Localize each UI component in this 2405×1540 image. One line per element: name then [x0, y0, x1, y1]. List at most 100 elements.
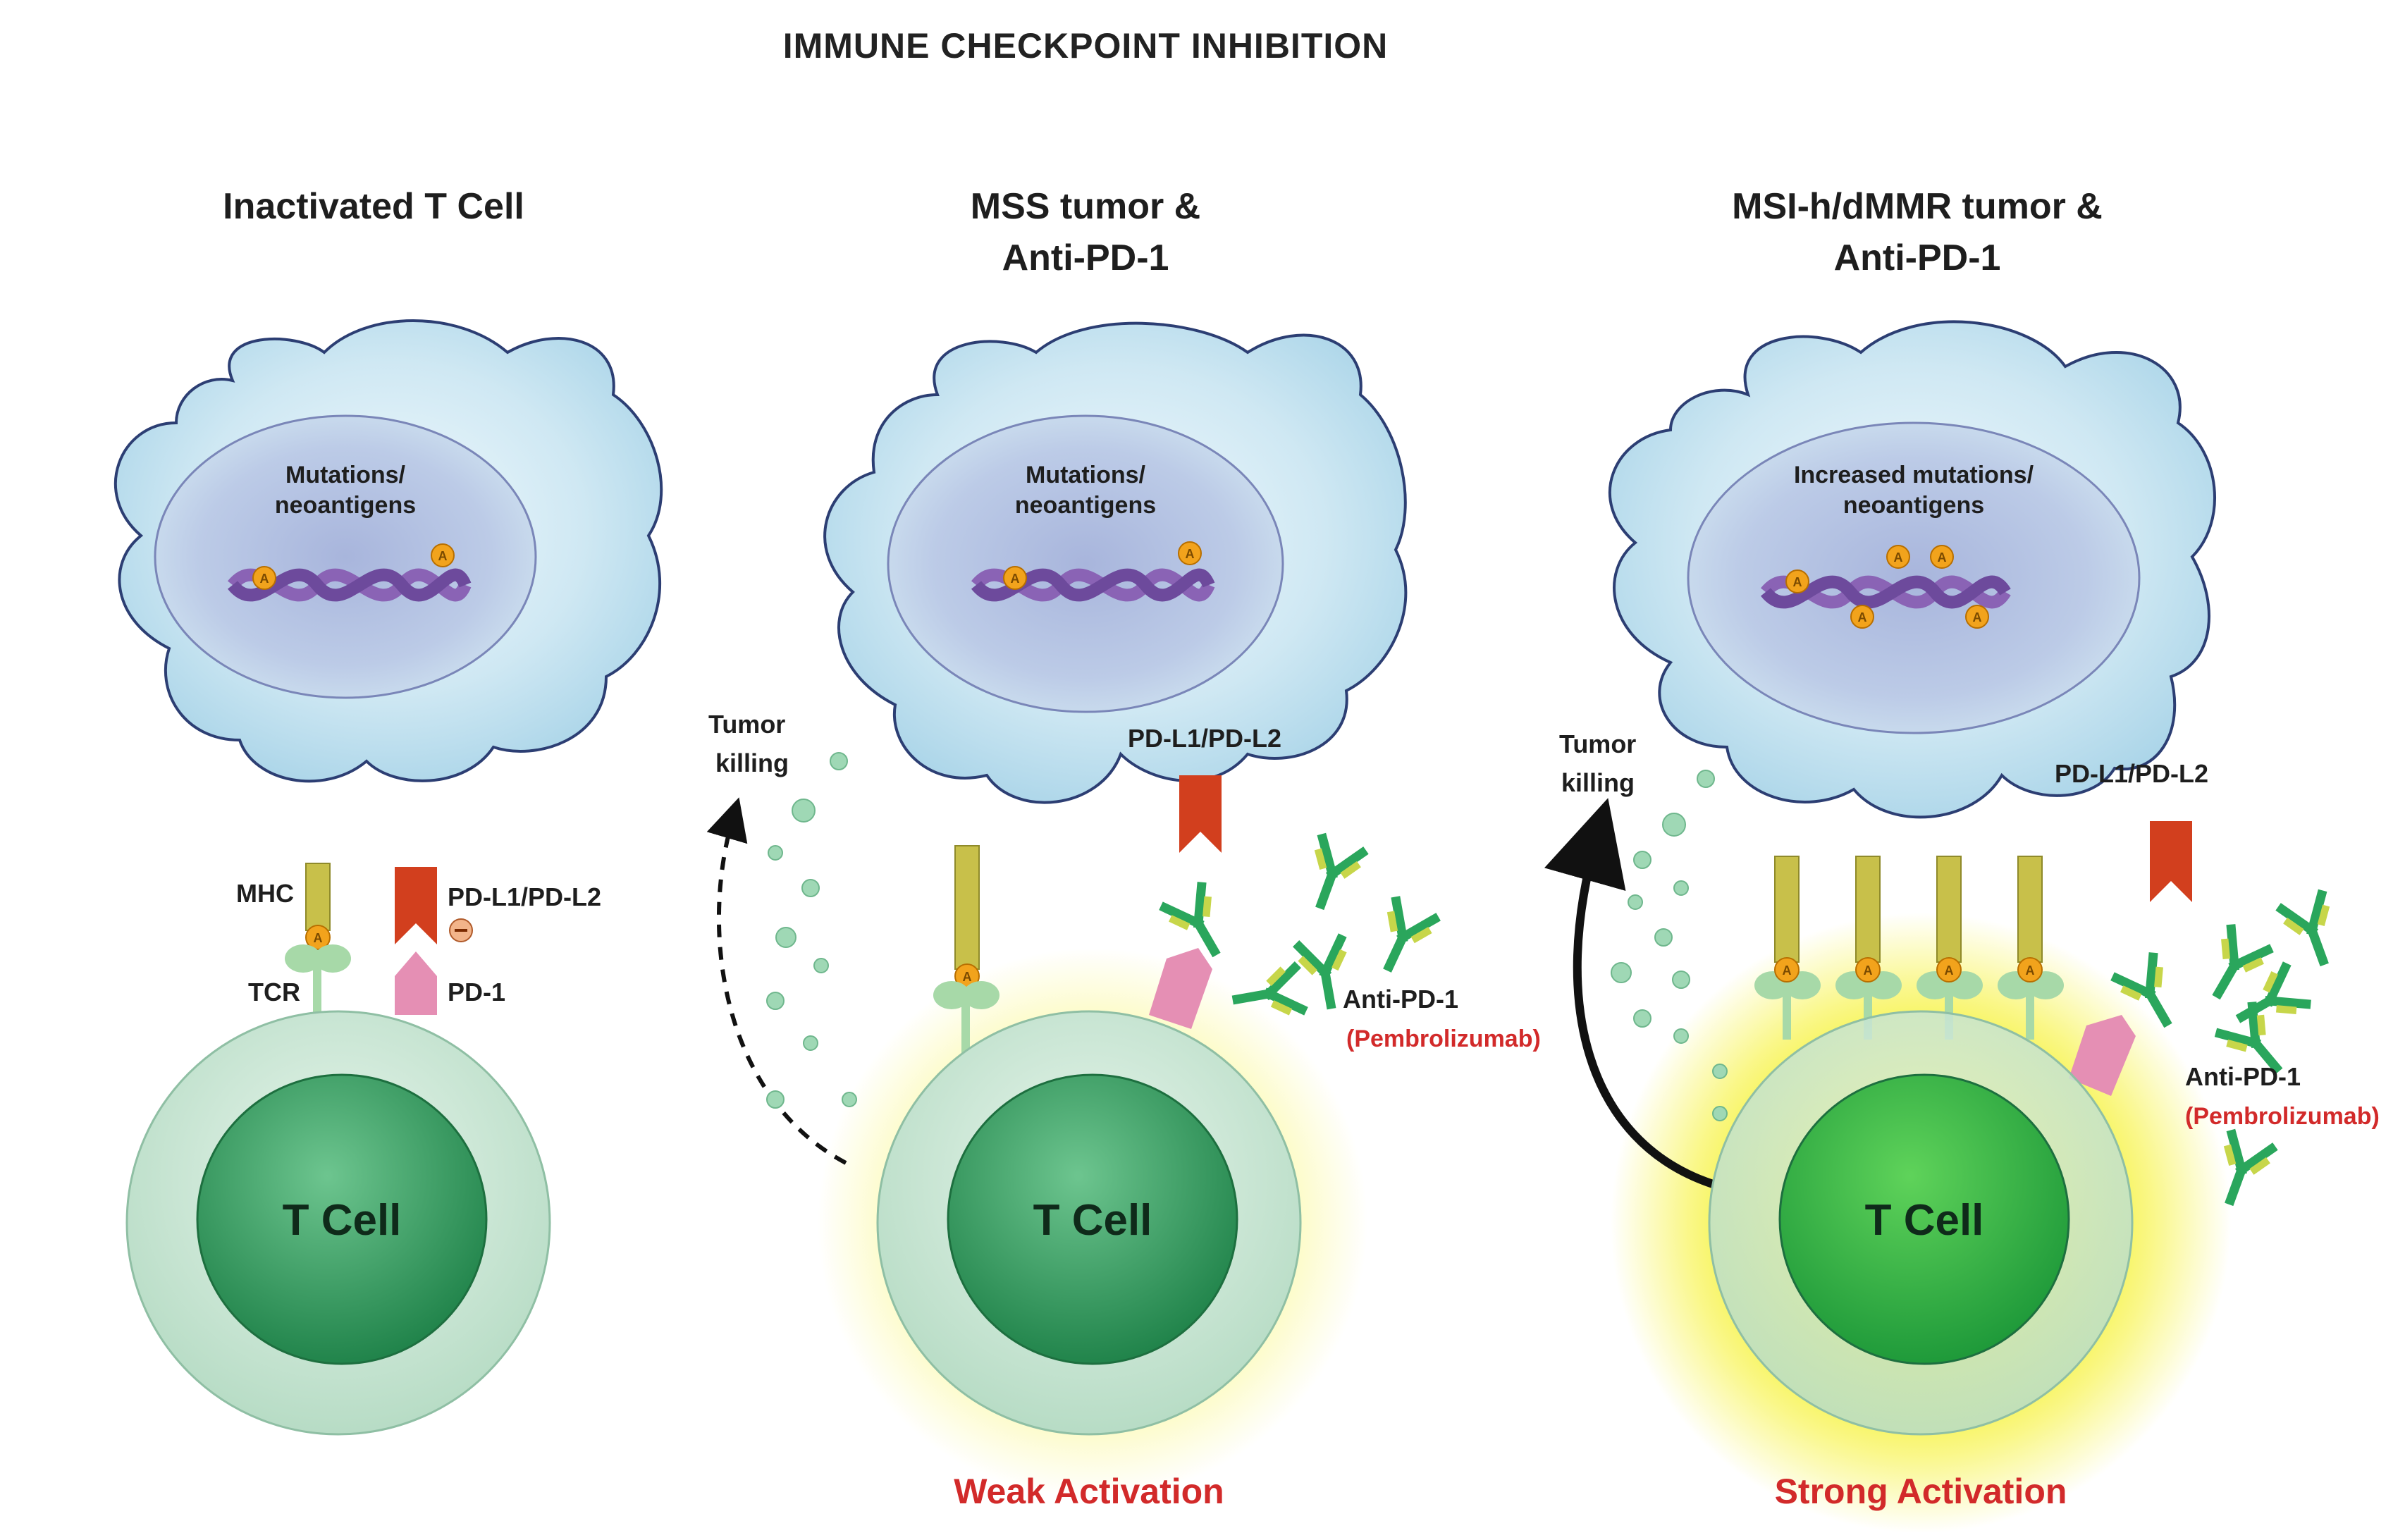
tumor-killing-label-3-line1: Tumor — [1559, 729, 1636, 758]
tumor-killing-label-2-line1: Tumor — [708, 710, 785, 739]
neoantigen-marker: A — [1930, 545, 1954, 569]
neoantigen-marker: A — [431, 543, 455, 567]
panel-3-title-line2: Anti-PD-1 — [1834, 238, 2001, 278]
antibody-icon — [2235, 961, 2311, 1023]
neoantigen-marker: A — [1774, 957, 1800, 982]
tumor-killing-label-3-line2: killing — [1561, 768, 1635, 797]
pembrolizumab-label-3: (Pembrolizumab) — [2185, 1103, 2380, 1130]
svg-text:A: A — [1783, 963, 1792, 978]
neoantigen-marker: A — [1785, 569, 1809, 593]
antibody-icon — [2212, 924, 2274, 1000]
antibody-icon — [2214, 1002, 2283, 1075]
mhc-tcr-complex: A — [1754, 856, 1821, 1040]
neoantigen-marker: A — [1850, 605, 1874, 629]
antibody-icon — [2110, 952, 2172, 1028]
neoantigen-marker: A — [1886, 545, 1910, 569]
neoantigen-marker: A — [305, 925, 331, 950]
neoantigen-marker: A — [2017, 957, 2043, 982]
antibody-icon — [1231, 961, 1308, 1016]
neoantigen-marker: A — [1965, 605, 1989, 629]
antibody-group-3 — [2110, 889, 2330, 1207]
tcell-nucleus-2 — [947, 1073, 1238, 1365]
pd1-receptor — [395, 951, 437, 1015]
svg-text:A: A — [260, 572, 269, 586]
tcell-label-3: T Cell — [1865, 1196, 1984, 1245]
pembrolizumab-label-2: (Pembrolizumab) — [1346, 1025, 1541, 1052]
neoantigen-marker: A — [252, 566, 276, 590]
pd1-receptor — [2069, 1015, 2136, 1096]
svg-text:A: A — [2026, 963, 2035, 978]
svg-text:A: A — [314, 931, 323, 945]
antibody-icon — [1314, 832, 1369, 911]
neoantigen-cluster: A A A A A — [1785, 545, 1989, 629]
nucleus-2 — [887, 414, 1284, 713]
antibody-icon — [2223, 1128, 2278, 1207]
tcell-label-2: T Cell — [1033, 1196, 1152, 1245]
svg-text:A: A — [1186, 547, 1195, 561]
panel-3-title-line1: MSI-h/dMMR tumor & — [1732, 186, 2103, 227]
svg-text:A: A — [1894, 550, 1903, 565]
svg-text:A: A — [1973, 610, 1982, 624]
pdl1-ligand — [2150, 821, 2192, 902]
pdl-label-1: PD-L1/PD-L2 — [448, 882, 601, 911]
panel-inactivated: Inactivated T Cell Mutations/ neoantigen… — [113, 186, 663, 1436]
mhc-molecule — [954, 845, 980, 970]
antibody-group-2 — [1159, 832, 1441, 1016]
pd1-label: PD-1 — [448, 978, 505, 1006]
svg-text:A: A — [1793, 575, 1802, 589]
svg-text:A: A — [963, 970, 972, 984]
antibody-icon — [1383, 896, 1441, 973]
pd1-receptor — [1149, 948, 1212, 1029]
anti-pd1-label-2: Anti-PD-1 — [1343, 985, 1458, 1014]
nucleus-1 — [154, 414, 537, 699]
neoantigen-marker: A — [1003, 566, 1027, 590]
nucleus-1-label-line2: neoantigens — [275, 492, 416, 519]
mhc-tcr-complex: A — [1917, 856, 1983, 1040]
panel-1-title: Inactivated T Cell — [223, 186, 524, 227]
cytotoxic-granules-3 — [1611, 770, 1728, 1121]
diagram-title: IMMUNE CHECKPOINT INHIBITION — [783, 26, 1389, 66]
antibody-icon — [1293, 933, 1347, 1010]
tcell-nucleus-3 — [1778, 1073, 2070, 1365]
nucleus-2-label-line1: Mutations/ — [1026, 462, 1146, 488]
panel-2-title-line1: MSS tumor & — [971, 186, 1200, 227]
svg-text:A: A — [1011, 572, 1020, 586]
cytotoxic-granules-2 — [766, 752, 857, 1109]
neoantigen-marker: A — [1178, 541, 1202, 565]
tcr-label: TCR — [248, 978, 300, 1006]
anti-pd1-label-3: Anti-PD-1 — [2185, 1062, 2301, 1091]
neoantigen-marker: A — [1855, 957, 1881, 982]
svg-text:A: A — [438, 549, 448, 563]
tcr-receptor — [285, 944, 351, 1015]
svg-text:A: A — [1864, 963, 1873, 978]
pdl1-ligand — [1179, 775, 1222, 853]
nucleus-3-label-line1: Increased mutations/ — [1794, 462, 2034, 488]
svg-text:A: A — [1945, 963, 1954, 978]
pdl-label-3: PD-L1/PD-L2 — [2055, 759, 2208, 788]
antibody-icon — [1159, 882, 1221, 958]
weak-activation-label: Weak Activation — [954, 1472, 1224, 1511]
svg-text:A: A — [1938, 550, 1947, 565]
mhc-tcr-complex: A — [1835, 856, 1902, 1040]
nucleus-3-label-line2: neoantigens — [1843, 492, 1984, 519]
mhc-tcr-complex: A — [1998, 856, 2064, 1040]
nucleus-2-label-line2: neoantigens — [1015, 492, 1156, 519]
nucleus-1-label-line1: Mutations/ — [285, 462, 406, 488]
tumor-killing-arrow-weak — [706, 797, 847, 1165]
tumor-killing-label-2-line2: killing — [715, 749, 789, 777]
tcell-label-1: T Cell — [283, 1196, 402, 1245]
svg-text:A: A — [1858, 610, 1867, 624]
dna-helix-3 — [1760, 575, 2011, 609]
mhc-molecule — [305, 863, 331, 931]
mhc-label: MHC — [236, 879, 294, 908]
panel-2-title-line2: Anti-PD-1 — [1002, 238, 1169, 278]
tcr-receptor — [933, 981, 999, 1057]
strong-activation-label: Strong Activation — [1775, 1472, 2067, 1511]
antibody-icon — [2275, 889, 2330, 967]
minus-glyph — [455, 929, 467, 932]
panel-msi-h: MSI-h/dMMR tumor & Anti-PD-1 Increased m… — [1544, 186, 2380, 1533]
pdl-label-2: PD-L1/PD-L2 — [1128, 724, 1281, 753]
